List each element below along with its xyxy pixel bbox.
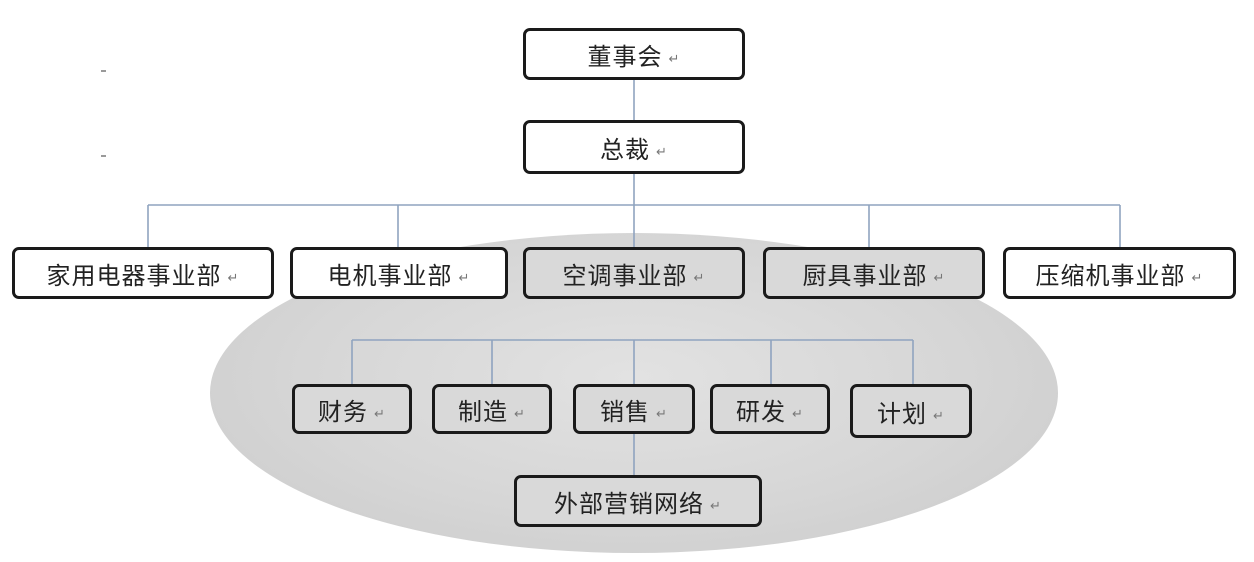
paragraph-mark: ↵ <box>710 498 722 514</box>
division-box: 压缩机事业部 ↵ <box>1003 247 1236 299</box>
paragraph-mark: ↵ <box>933 408 945 424</box>
division-label: 压缩机事业部 <box>1035 261 1186 290</box>
division-box: 家用电器事业部 ↵ <box>12 247 274 299</box>
paragraph-mark: ↵ <box>933 270 946 286</box>
function-box: 制造 ↵ <box>432 384 552 434</box>
paragraph-mark: ↵ <box>656 144 668 160</box>
division-box: 厨具事业部 ↵ <box>763 247 985 299</box>
function-label: 销售 <box>600 397 651 426</box>
president-box: 总裁 ↵ <box>523 120 745 174</box>
function-label: 制造 <box>458 397 509 426</box>
board-label: 董事会 <box>587 42 663 71</box>
paragraph-mark: ↵ <box>792 406 804 422</box>
function-box: 财务 ↵ <box>292 384 412 434</box>
board-box: 董事会 ↵ <box>523 28 745 80</box>
division-label: 家用电器事业部 <box>46 261 222 290</box>
paragraph-mark: ↵ <box>1191 270 1204 286</box>
president-label: 总裁 <box>600 135 651 164</box>
paragraph-mark: ↵ <box>668 51 681 67</box>
function-box: 销售 ↵ <box>573 384 695 434</box>
function-label: 财务 <box>318 397 369 426</box>
function-box: 研发 ↵ <box>710 384 830 434</box>
network-box: 外部营销网络 ↵ <box>514 475 762 527</box>
function-label: 研发 <box>736 397 787 426</box>
paragraph-mark: ↵ <box>693 270 706 286</box>
stray-mark <box>101 155 106 157</box>
division-label: 空调事业部 <box>562 261 688 290</box>
division-label: 厨具事业部 <box>802 261 928 290</box>
paragraph-mark: ↵ <box>374 406 386 422</box>
paragraph-mark: ↵ <box>656 406 668 422</box>
function-box: 计划 ↵ <box>850 384 972 438</box>
function-label: 计划 <box>877 399 928 428</box>
division-box: 电机事业部 ↵ <box>290 247 508 299</box>
network-label: 外部营销网络 <box>554 489 705 518</box>
division-label: 电机事业部 <box>327 261 453 290</box>
stray-mark <box>101 70 106 72</box>
division-box: 空调事业部 ↵ <box>523 247 745 299</box>
paragraph-mark: ↵ <box>227 270 240 286</box>
paragraph-mark: ↵ <box>514 406 526 422</box>
paragraph-mark: ↵ <box>458 270 471 286</box>
